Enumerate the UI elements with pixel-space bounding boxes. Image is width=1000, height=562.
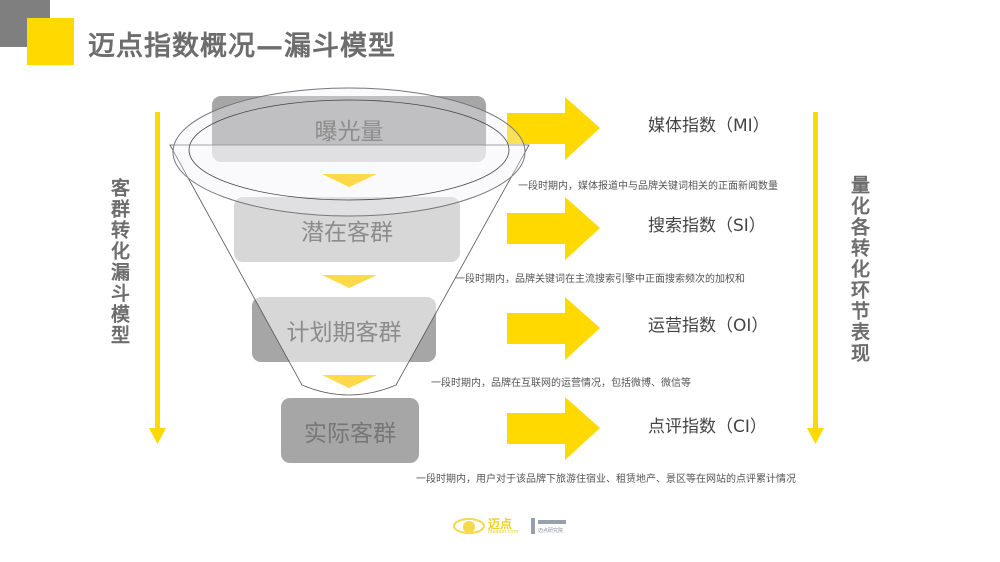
stage-actual: 实际客群	[304, 420, 396, 447]
stage-potential: 潜在客群	[301, 219, 393, 246]
decor-yellow-square	[27, 18, 74, 65]
institute-logo: 迈点研究院	[531, 518, 566, 534]
eye-logo-icon	[453, 518, 485, 534]
footer-logo: 迈点 Meadin.com	[453, 516, 518, 536]
institute-name: 迈点研究院	[538, 528, 564, 534]
left-down-arrow	[149, 112, 166, 444]
stage-planning: 计划期客群	[286, 319, 402, 346]
desc-ci: 一段时期内，用户对于该品牌下旅游住宿业、租赁地产、景区等在网站的点评累计情况	[416, 474, 796, 485]
right-down-arrow	[807, 112, 824, 444]
right-vertical-label: 量化各转化环节表现	[848, 175, 870, 364]
desc-si: 一段时期内，品牌关键词在主流搜索引擎中正面搜索频次的加权和	[455, 274, 745, 285]
logo-sub: Meadin.com	[488, 528, 519, 535]
stage-exposure: 曝光量	[314, 119, 384, 145]
institute-bar	[538, 520, 566, 524]
page-title: 迈点指数概况—漏斗模型	[88, 31, 396, 62]
desc-oi: 一段时期内，品牌在互联网的运营情况，包括微博、微信等	[431, 378, 691, 389]
desc-mi: 一段时期内，媒体报道中与品牌关键词相关的正面新闻数量	[518, 181, 778, 192]
index-oi: 运营指数（OI）	[648, 316, 769, 336]
tower-icon	[531, 518, 535, 534]
index-ci: 点评指数（CI）	[648, 417, 767, 437]
index-si: 搜索指数（SI）	[648, 216, 766, 236]
index-mi: 媒体指数（MI）	[648, 116, 770, 136]
left-vertical-label: 客群转化漏斗模型	[108, 178, 130, 346]
stage-actual-box	[281, 398, 419, 463]
chevrons	[322, 174, 377, 388]
logo-text: 迈点	[488, 516, 513, 531]
index-arrows	[507, 97, 600, 460]
